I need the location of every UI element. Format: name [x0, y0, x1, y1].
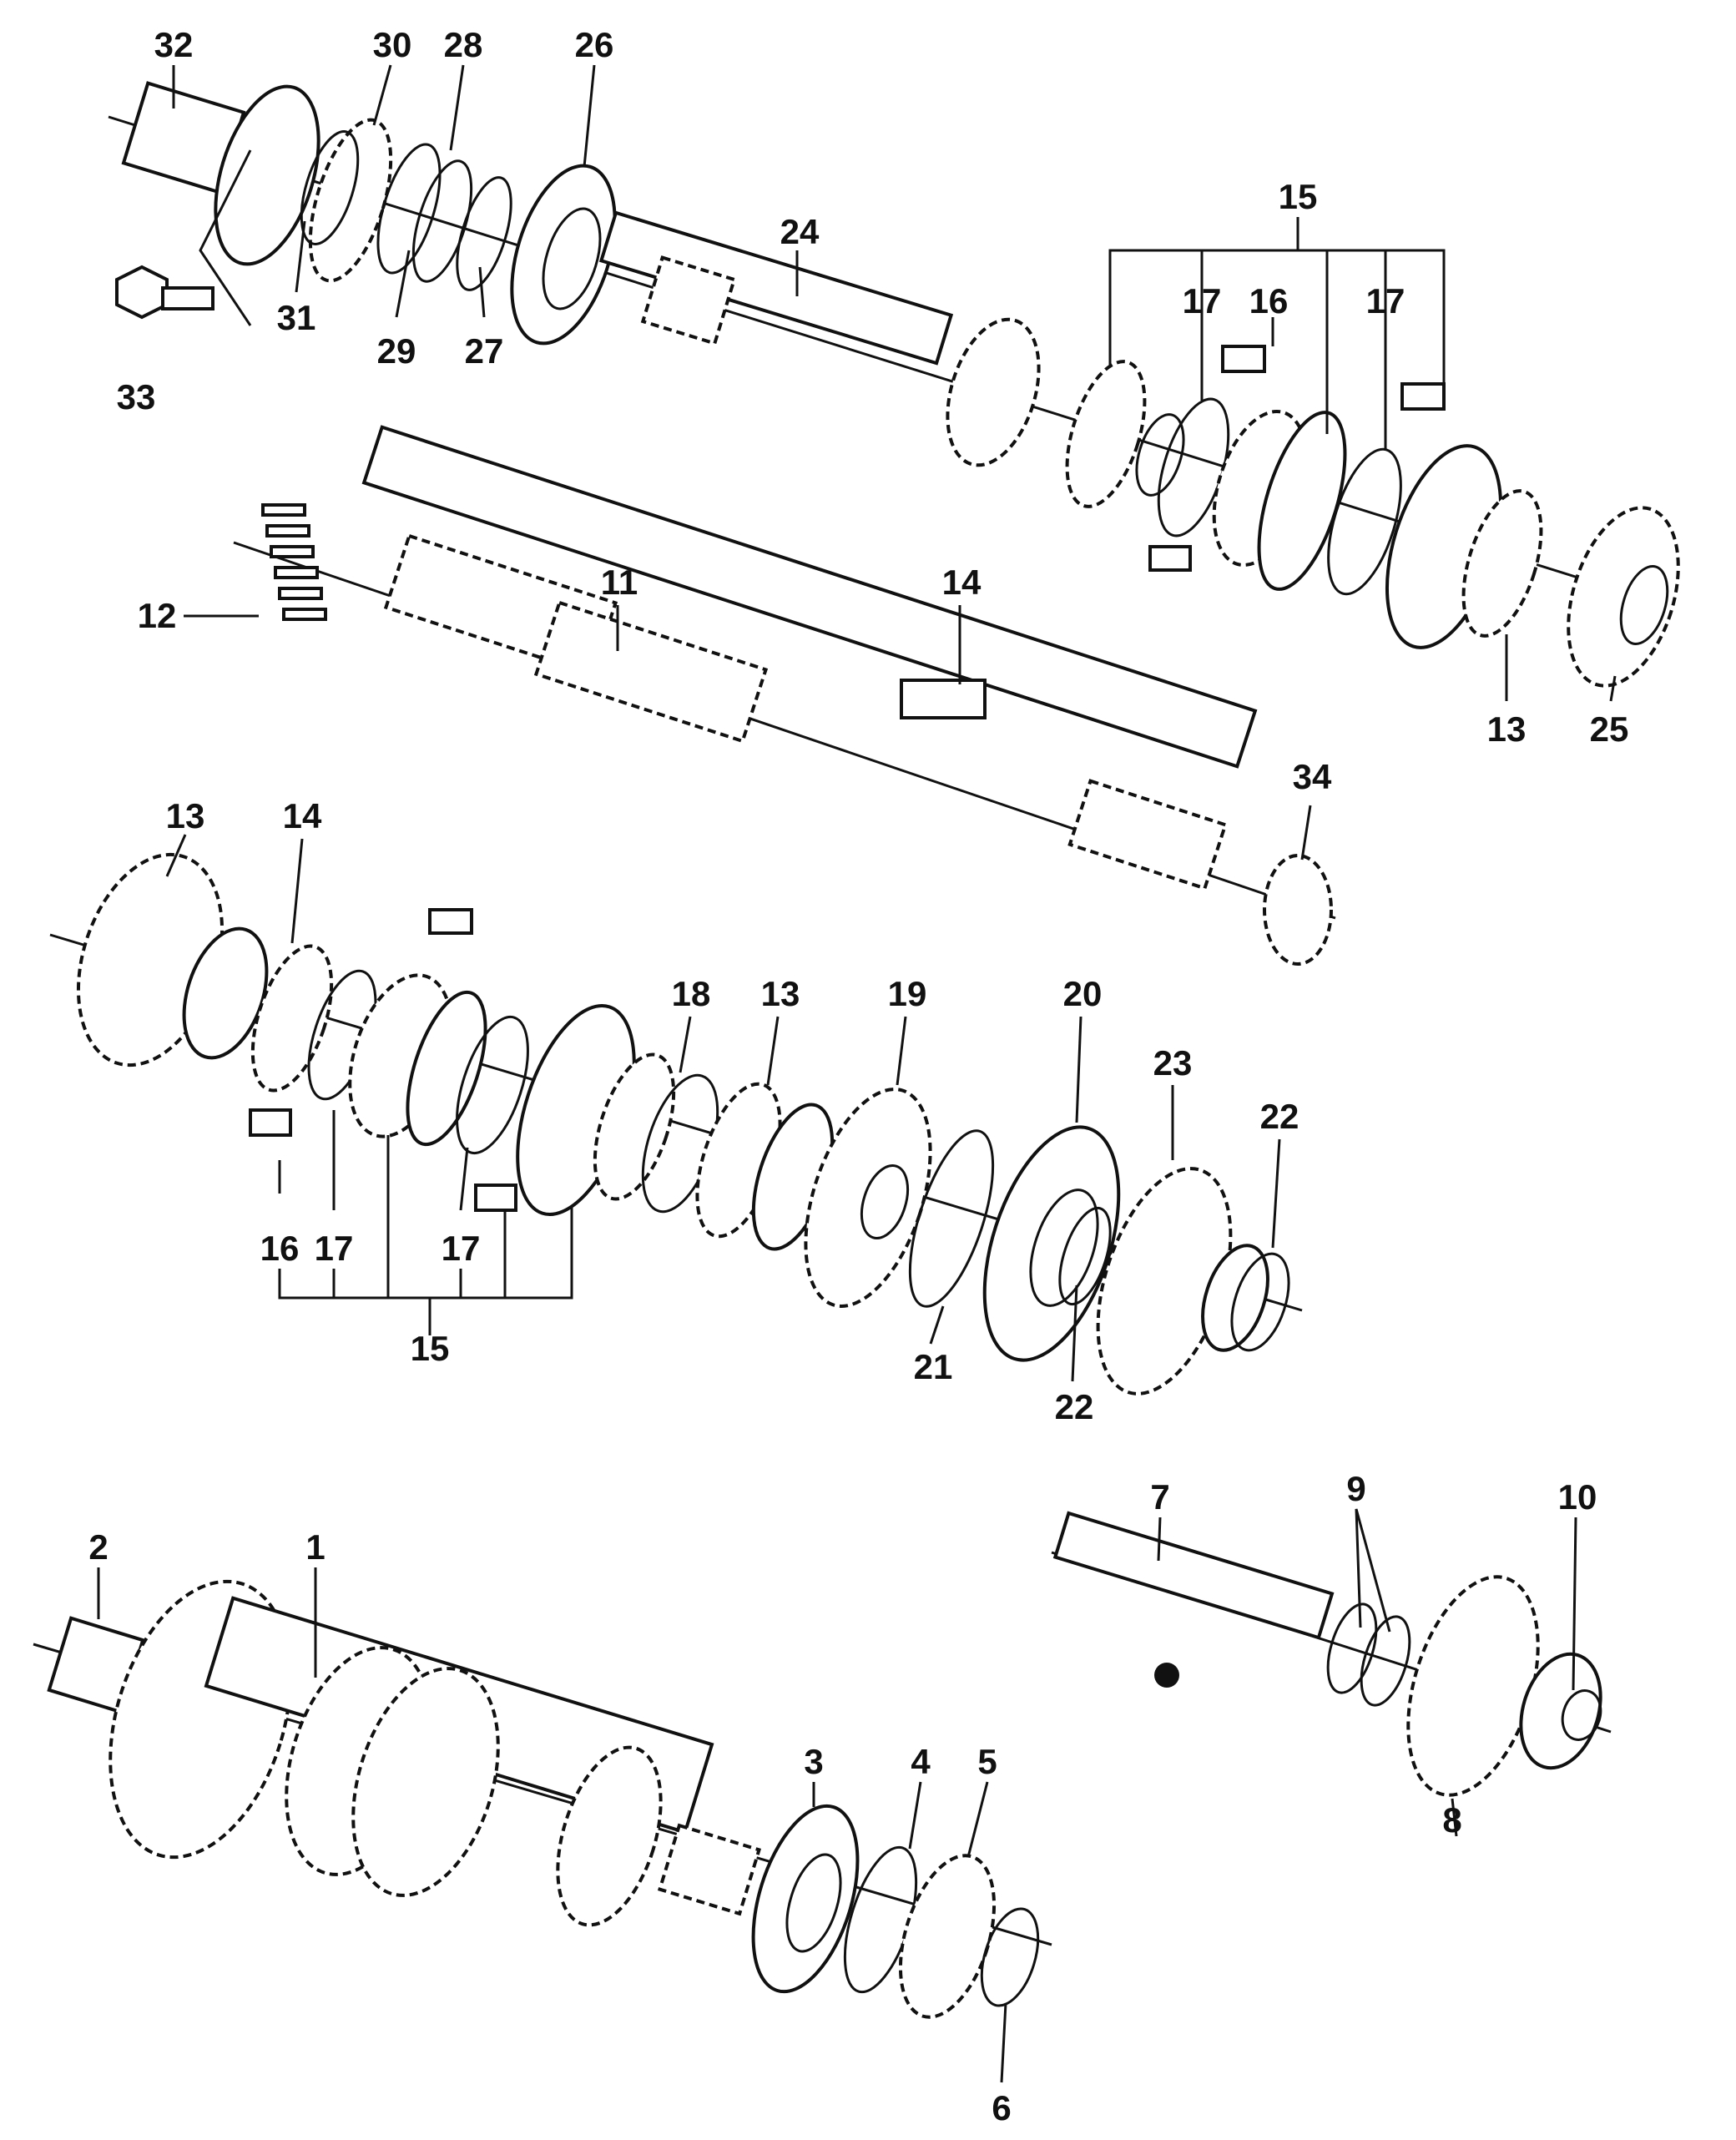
- label-17a: 17: [1183, 281, 1222, 320]
- gear-24: [946, 317, 1041, 467]
- label-4: 4: [911, 1742, 931, 1781]
- label-14b: 14: [283, 796, 322, 835]
- label-12: 12: [138, 596, 177, 635]
- leaders-middle: [165, 834, 1281, 1382]
- circlip-10: [1561, 1689, 1602, 1741]
- label-6: 6: [992, 2088, 1011, 2127]
- gear-25: [1567, 506, 1680, 688]
- leaders-bottom-left: [97, 1567, 1007, 2083]
- label-30: 30: [373, 25, 412, 64]
- label-21: 21: [914, 1347, 953, 1386]
- washer-6: [980, 1907, 1040, 2007]
- reverse-shaft-7: [1052, 1511, 1335, 1640]
- leaders-bottom-right: [1157, 1508, 1577, 1837]
- circlip-21: [908, 1129, 995, 1308]
- label-28: 28: [444, 25, 483, 64]
- label-14a: 14: [942, 563, 982, 602]
- label-13b: 13: [166, 796, 205, 835]
- label-32: 32: [154, 25, 194, 64]
- nut-34: [1263, 854, 1333, 966]
- label-22b: 22: [1055, 1387, 1094, 1426]
- needle-bearing-12: [261, 503, 327, 621]
- key-16e: [249, 1108, 292, 1137]
- flange: [214, 84, 320, 266]
- label-31: 31: [277, 298, 316, 337]
- key-16c: [1148, 545, 1192, 572]
- key-16b: [1400, 382, 1446, 411]
- label-18: 18: [672, 974, 711, 1013]
- label-17d: 17: [442, 1229, 481, 1268]
- ball: [1154, 1663, 1179, 1688]
- label-27: 27: [465, 331, 504, 371]
- countershaft-assembly: [33, 1579, 1052, 2019]
- label-8: 8: [1442, 1800, 1461, 1840]
- circlip-27: [456, 176, 512, 291]
- synchro-ring-14: [250, 944, 334, 1093]
- seal-31: [300, 130, 360, 245]
- label-25: 25: [1590, 709, 1629, 749]
- ring-22: [1058, 1206, 1112, 1306]
- label-15a: 15: [1279, 177, 1318, 216]
- main-shaft-assembly: [233, 425, 1336, 966]
- label-22a: 22: [1260, 1097, 1299, 1136]
- label-16b: 16: [260, 1229, 300, 1268]
- reverse-shaft-assembly: [1051, 1511, 1612, 1797]
- label-26: 26: [575, 25, 614, 64]
- label-34: 34: [1293, 757, 1332, 796]
- label-24: 24: [780, 212, 820, 251]
- label-19: 19: [888, 974, 927, 1013]
- synchro-ring-13: [1461, 489, 1543, 638]
- bolt-33: [115, 265, 169, 320]
- key-16d: [428, 908, 473, 935]
- label-20: 20: [1063, 974, 1103, 1013]
- main-shaft-11: [361, 425, 1258, 769]
- gear-1d: [556, 1745, 663, 1927]
- label-23: 23: [1153, 1043, 1193, 1083]
- spring-17d: [456, 1015, 529, 1155]
- callout-labels: 32 30 28 26 31 29 27 33 24 15 17 16 17 1…: [88, 25, 1628, 2127]
- clip-14: [900, 679, 987, 719]
- shaft-24: [598, 210, 954, 366]
- label-13a: 13: [1487, 709, 1527, 749]
- washer-9b: [1360, 1615, 1411, 1707]
- label-16a: 16: [1249, 281, 1289, 320]
- label-3: 3: [804, 1742, 823, 1781]
- key-16f: [474, 1184, 517, 1212]
- label-15b: 15: [411, 1329, 450, 1368]
- synchro-ring-15: [1065, 360, 1147, 508]
- bearing-20: [982, 1125, 1121, 1362]
- label-7: 7: [1150, 1477, 1169, 1517]
- key-16: [1221, 345, 1266, 373]
- circlip-22: [1230, 1252, 1290, 1352]
- washer-9a: [1326, 1602, 1378, 1694]
- label-5: 5: [977, 1742, 997, 1781]
- label-1: 1: [305, 1527, 325, 1567]
- label-33: 33: [117, 377, 156, 416]
- label-11: 11: [601, 563, 638, 602]
- label-13c: 13: [761, 974, 800, 1013]
- label-2: 2: [88, 1527, 108, 1567]
- label-9: 9: [1346, 1469, 1365, 1508]
- synchro-assembly: [49, 852, 1303, 1396]
- label-17b: 17: [1366, 281, 1405, 320]
- label-10: 10: [1558, 1477, 1597, 1517]
- label-17c: 17: [315, 1229, 354, 1268]
- gear-1a: [108, 1579, 292, 1860]
- leaders-main: [184, 605, 1312, 861]
- label-29: 29: [377, 331, 416, 371]
- input-shaft-assembly: [108, 81, 1680, 688]
- leaders-top: [172, 64, 1617, 702]
- bearing-3: [751, 1804, 860, 1994]
- ring-28: [411, 159, 473, 283]
- gear-1c: [351, 1667, 500, 1897]
- ring-29: [376, 143, 442, 275]
